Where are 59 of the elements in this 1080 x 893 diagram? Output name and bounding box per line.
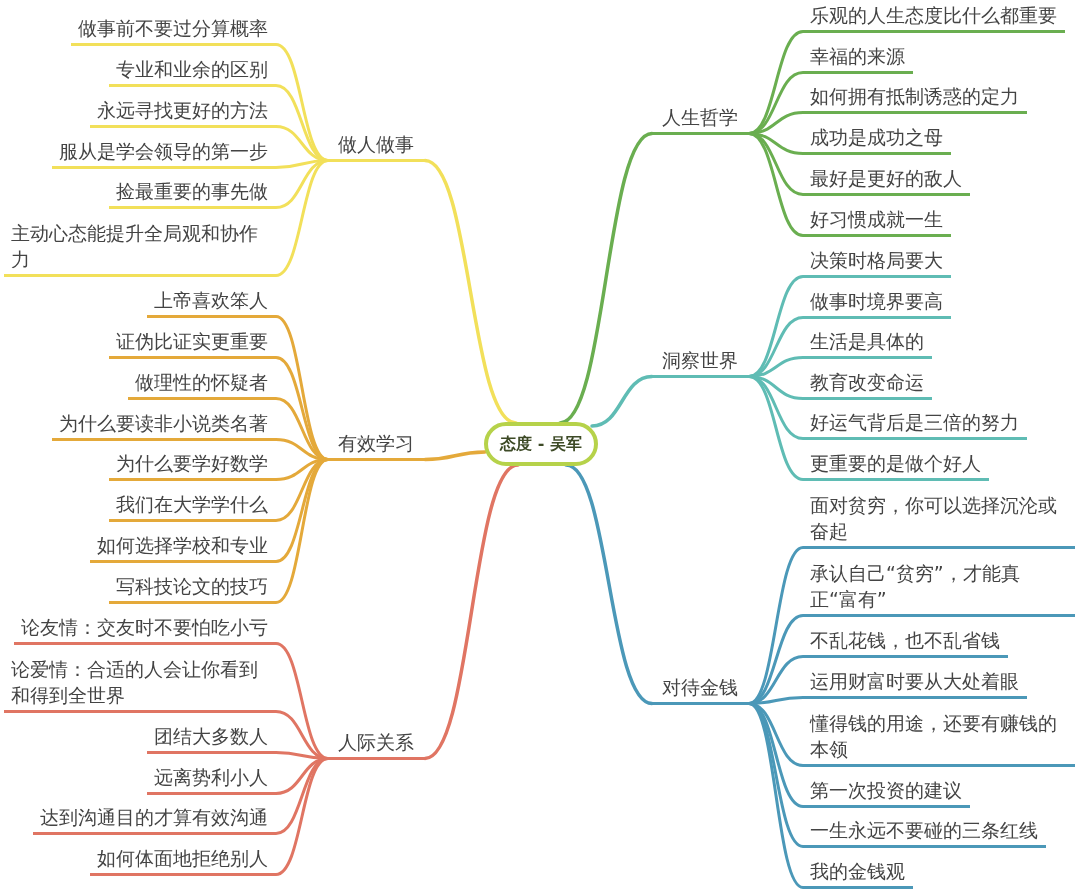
subtopic: 一生永远不要碰的三条红线 xyxy=(803,817,1046,848)
branch-line xyxy=(274,458,330,604)
subtopic: 幸福的来源 xyxy=(803,43,913,74)
branch-topic: 洞察世界 xyxy=(652,347,749,378)
subtopic: 更重要的是做个好人 xyxy=(803,450,989,481)
branch-topic: 对待金钱 xyxy=(652,674,749,705)
subtopic: 成功是成功之母 xyxy=(803,124,951,155)
subtopic: 不乱花钱，也不乱省钱 xyxy=(803,627,1008,658)
subtopic: 如何体面地拒绝别人 xyxy=(90,845,276,876)
subtopic: 论爱情：合适的人会让你看到和得到全世界 xyxy=(4,656,276,713)
subtopic: 服从是学会领导的第一步 xyxy=(52,138,276,169)
subtopic: 上帝喜欢笨人 xyxy=(147,287,276,318)
subtopic: 生活是具体的 xyxy=(803,328,932,359)
subtopic: 做事前不要过分算概率 xyxy=(71,15,276,46)
branch-line xyxy=(423,450,487,462)
subtopic: 最好是更好的敌人 xyxy=(803,165,970,196)
subtopic: 主动心态能提升全局观和协作力 xyxy=(4,220,276,277)
subtopic: 永远寻找更好的方法 xyxy=(90,97,276,128)
subtopic: 好运气背后是三倍的努力 xyxy=(803,409,1027,440)
subtopic: 远离势利小人 xyxy=(147,764,276,795)
subtopic: 专业和业余的区别 xyxy=(109,56,276,87)
branch-line xyxy=(590,374,654,428)
branch-line xyxy=(423,158,518,425)
subtopic: 乐观的人生态度比什么都重要 xyxy=(803,2,1065,33)
subtopic: 做理性的怀疑者 xyxy=(128,369,276,400)
branch-topic: 人生哲学 xyxy=(652,104,749,135)
branch-line xyxy=(423,463,520,761)
subtopic: 写科技论文的技巧 xyxy=(109,573,276,604)
branch-line xyxy=(274,757,330,876)
subtopic: 我们在大学学什么 xyxy=(109,491,276,522)
branch-line xyxy=(747,375,805,481)
subtopic: 如何选择学校和专业 xyxy=(90,532,276,563)
branch-topic: 有效学习 xyxy=(328,430,425,461)
branch-line xyxy=(274,159,330,277)
branch-line xyxy=(564,463,654,706)
subtopic: 做事时境界要高 xyxy=(803,288,951,319)
subtopic: 决策时格局要大 xyxy=(803,247,951,278)
subtopic: 团结大多数人 xyxy=(147,723,276,754)
subtopic: 达到沟通目的才算有效沟通 xyxy=(33,804,276,835)
subtopic: 论友情：交友时不要怕吃小亏 xyxy=(14,614,276,645)
subtopic: 为什么要学好数学 xyxy=(109,450,276,481)
subtopic: 懂得钱的用途，还要有赚钱的本领 xyxy=(803,710,1075,767)
subtopic: 教育改变命运 xyxy=(803,369,932,400)
subtopic: 捡最重要的事先做 xyxy=(109,178,276,209)
branch-topic: 做人做事 xyxy=(328,131,425,162)
branch-line xyxy=(558,131,654,425)
subtopic: 面对贫穷，你可以选择沉沦或奋起 xyxy=(803,492,1075,549)
subtopic: 如何拥有抵制诱惑的定力 xyxy=(803,83,1027,114)
subtopic: 我的金钱观 xyxy=(803,858,913,889)
subtopic: 第一次投资的建议 xyxy=(803,777,970,808)
branch-line xyxy=(747,132,805,237)
subtopic: 运用财富时要从大处着眼 xyxy=(803,668,1027,699)
subtopic: 承认自己“贫穷”，才能真正“富有” xyxy=(803,560,1075,617)
subtopic: 为什么要读非小说类名著 xyxy=(52,410,276,441)
subtopic: 好习惯成就一生 xyxy=(803,206,951,237)
branch-topic: 人际关系 xyxy=(328,729,425,760)
subtopic: 证伪比证实更重要 xyxy=(109,328,276,359)
branch-line xyxy=(747,702,805,889)
central-topic: 态度 - 吴军 xyxy=(484,422,598,466)
